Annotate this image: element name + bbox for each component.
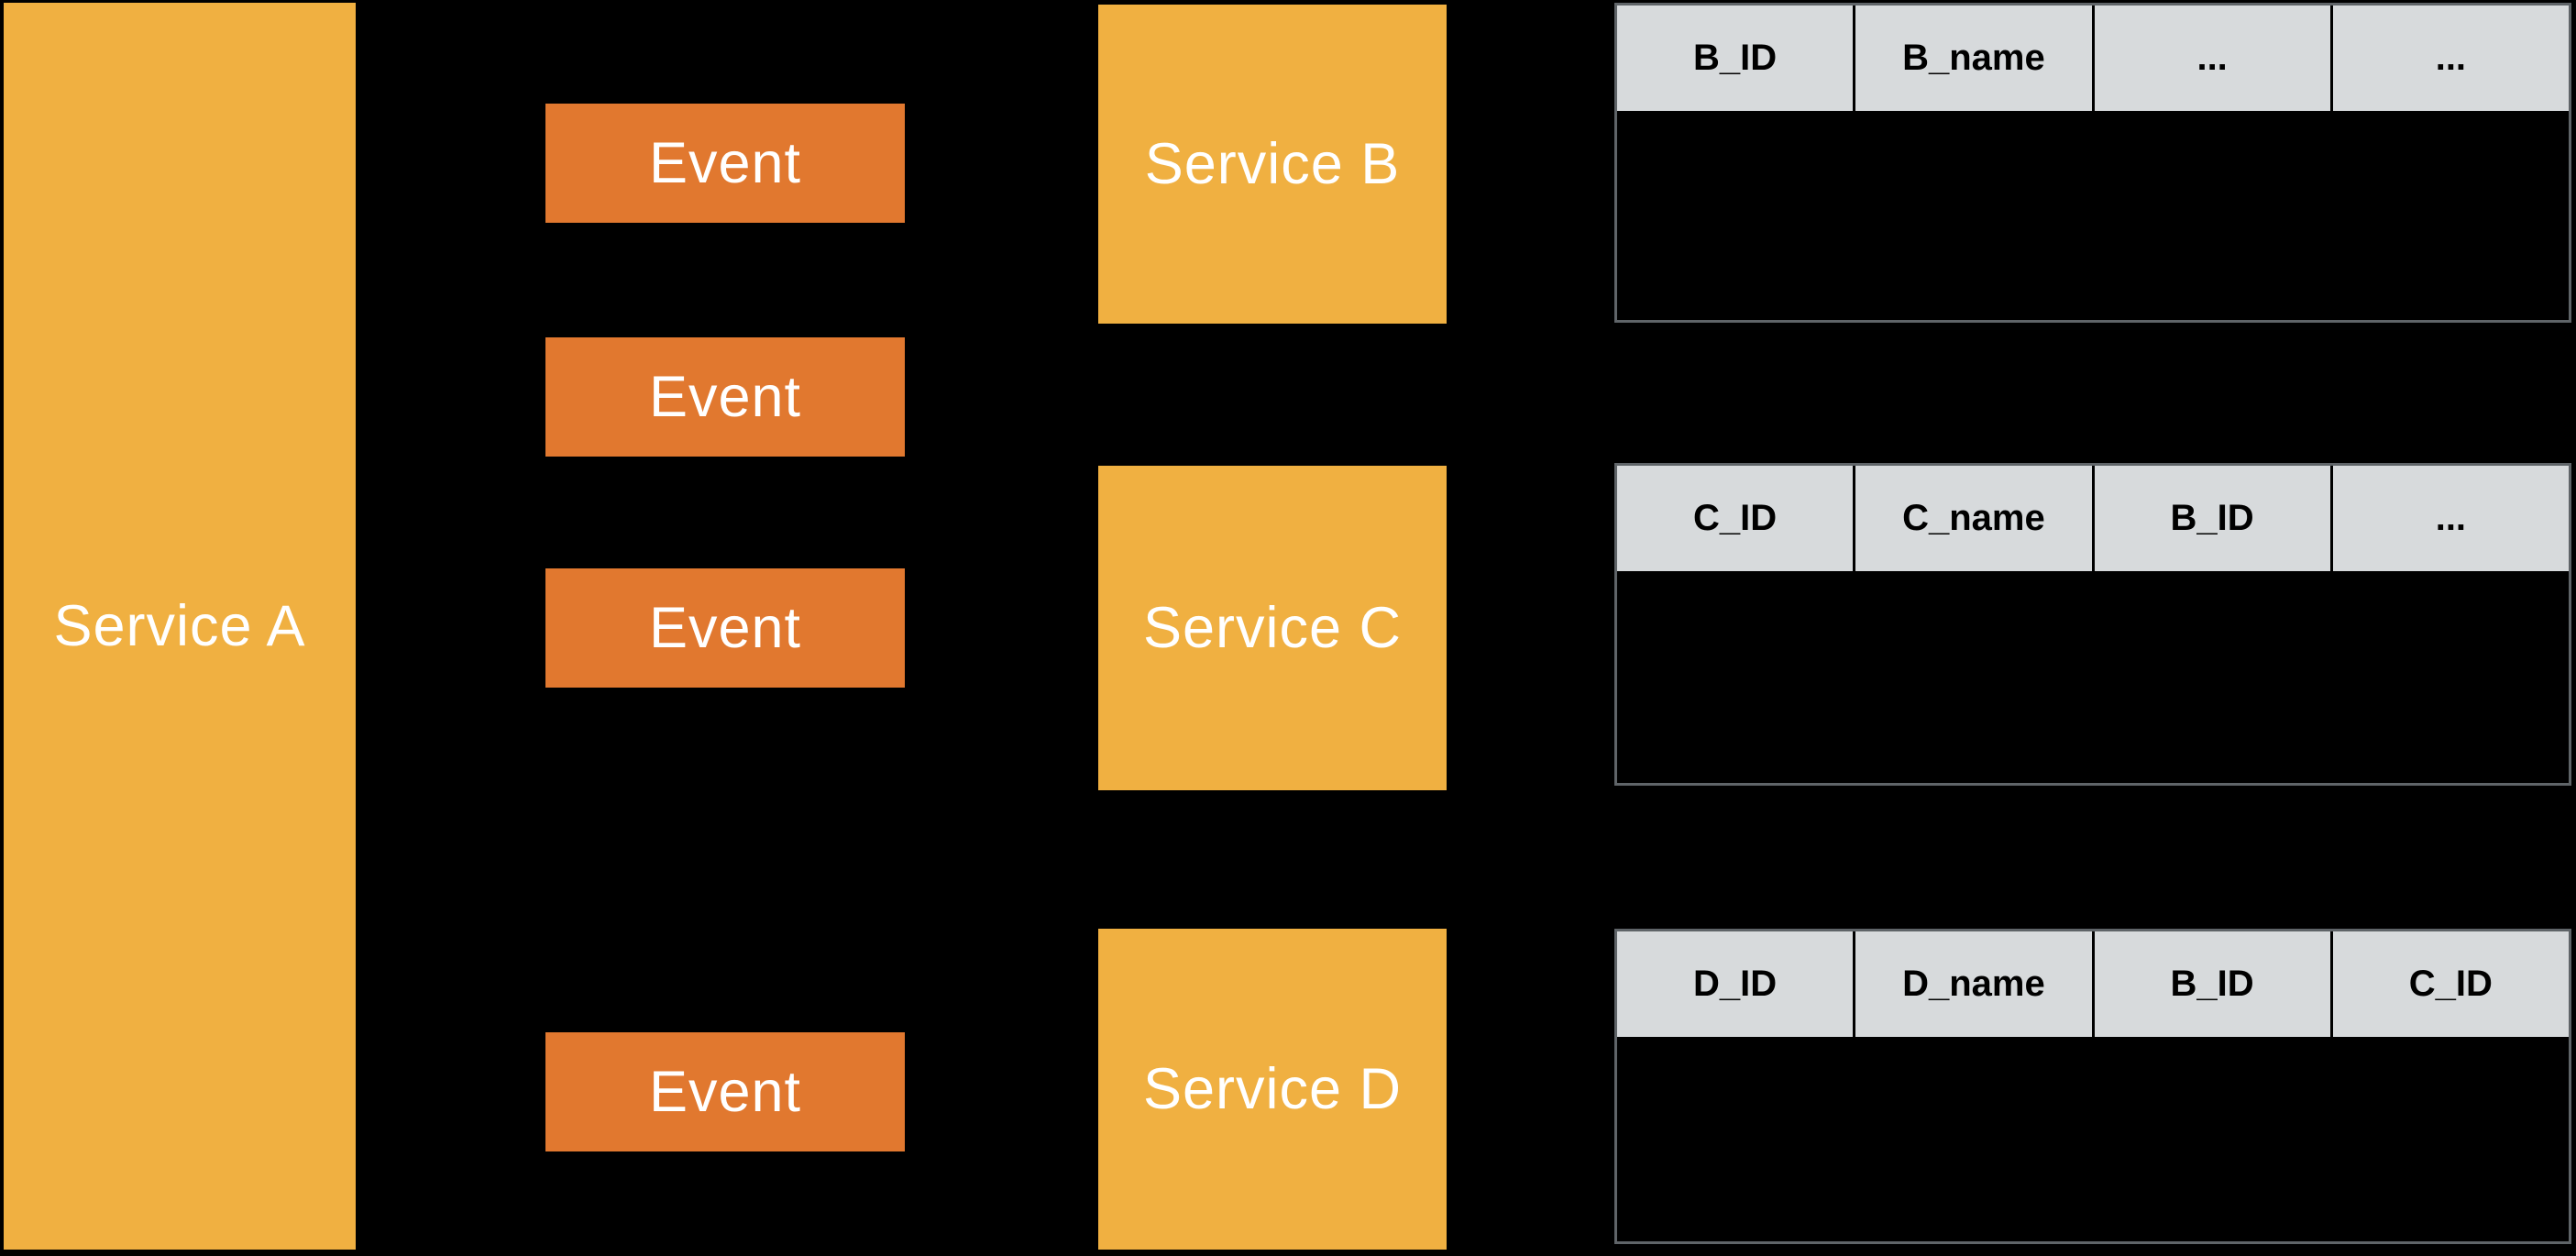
table-header-cell: C_ID — [2332, 931, 2569, 1037]
table-header-cell: B_ID — [1617, 6, 1856, 111]
service-b-label: Service B — [1144, 132, 1401, 196]
service-c-table-header-row: C_ID C_name B_ID ... — [1617, 466, 2569, 571]
table-header-cell: ... — [2332, 466, 2569, 571]
service-c-box: Service C — [1098, 466, 1447, 790]
event-box-4: Event — [545, 1032, 905, 1151]
event-box-1: Event — [545, 104, 905, 223]
service-c-table-body — [1617, 571, 2569, 783]
service-b-table-body — [1617, 111, 2569, 320]
service-d-label: Service D — [1142, 1057, 1403, 1121]
event-box-3: Event — [545, 568, 905, 688]
event-label-2: Event — [648, 365, 802, 429]
service-a-box: Service A — [4, 3, 356, 1250]
event-label-3: Event — [648, 596, 802, 660]
service-d-table: D_ID D_name B_ID C_ID — [1614, 929, 2571, 1244]
table-header-cell: B_ID — [2094, 466, 2333, 571]
service-c-table: C_ID C_name B_ID ... — [1614, 463, 2571, 786]
table-header-cell: C_name — [1855, 466, 2095, 571]
service-b-table-header-row: B_ID B_name ... ... — [1617, 6, 2569, 111]
event-label-1: Event — [648, 131, 802, 195]
table-header-cell: C_ID — [1617, 466, 1856, 571]
table-header-cell: ... — [2094, 6, 2333, 111]
service-c-label: Service C — [1142, 596, 1403, 660]
table-header-cell: D_ID — [1617, 931, 1856, 1037]
table-header-cell: ... — [2332, 6, 2569, 111]
service-d-table-body — [1617, 1037, 2569, 1241]
table-header-cell: B_ID — [2094, 931, 2333, 1037]
service-a-label: Service A — [53, 594, 306, 658]
service-d-table-header-row: D_ID D_name B_ID C_ID — [1617, 931, 2569, 1037]
table-header-cell: D_name — [1855, 931, 2095, 1037]
event-label-4: Event — [648, 1060, 802, 1124]
table-header-cell: B_name — [1855, 6, 2095, 111]
service-b-box: Service B — [1098, 5, 1447, 324]
event-box-2: Event — [545, 337, 905, 457]
service-d-box: Service D — [1098, 929, 1447, 1250]
service-b-table: B_ID B_name ... ... — [1614, 3, 2571, 323]
